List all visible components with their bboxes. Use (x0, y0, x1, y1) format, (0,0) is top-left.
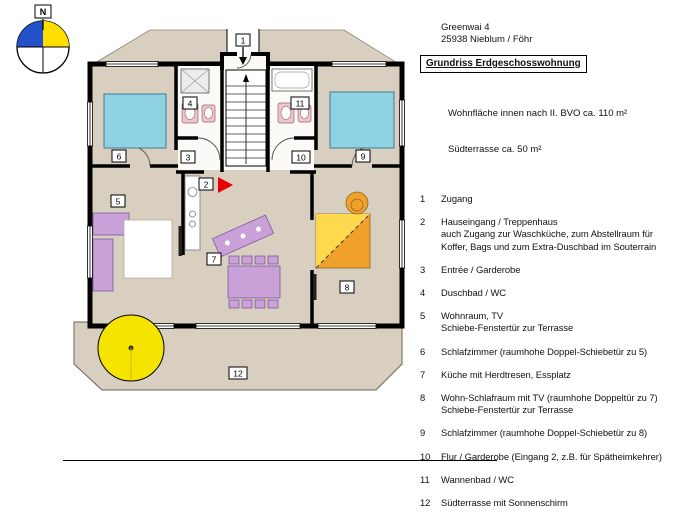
legend-item-4: 4 Duschbad / WC (420, 287, 682, 299)
room-label-3: 3 (180, 150, 196, 164)
bed-room8 (315, 213, 371, 269)
legend-item-1: 1 Zugang (420, 193, 682, 205)
legend-text: Hauseingang / Treppenhaus auch Zugang zu… (441, 216, 657, 252)
compass: N (16, 4, 70, 74)
room-legend: 1 Zugang 2 Hauseingang / Treppenhaus auc… (420, 193, 682, 509)
legend-item-10: 10 Flur / Garderobe (Eingang 2, z.B. für… (420, 451, 682, 463)
floorplan: N 1 2 3 4 5 6 7 8 9 10 (16, 4, 405, 391)
bed-room6 (103, 93, 167, 149)
legend-number: 10 (420, 450, 431, 462)
svg-text:8: 8 (345, 283, 350, 293)
svg-text:3: 3 (186, 153, 191, 163)
room-label-1: 1 (235, 33, 251, 47)
svg-text:7: 7 (212, 255, 217, 265)
windows (87, 61, 405, 329)
legend-item-11: 11 Wannenbad / WC (420, 474, 682, 486)
legend-item-12: 12 Südterrasse mit Sonnenschirm (420, 497, 682, 509)
legend-text: Wannenbad / WC (441, 473, 514, 485)
room-label-11: 11 (290, 96, 310, 110)
address-line-1: Greenwai 4 (441, 22, 490, 33)
legend-item-5: 5 Wohnraum, TV Schiebe-Fenstertür zur Te… (420, 310, 682, 334)
area-line-1: Wohnfläche innen nach II. BVO ca. 110 m² (448, 108, 628, 119)
address-line-2: 25938 Nieblum / Föhr (441, 34, 533, 45)
entrance-arrow (239, 47, 247, 65)
legend-text: Südterrasse mit Sonnenschirm (441, 497, 568, 509)
legend-number: 11 (420, 473, 430, 485)
legend-text: Entrée / Garderobe (441, 263, 521, 275)
legend-item-6: 6 Schlafzimmer (raumhohe Doppel-Schiebet… (420, 346, 682, 358)
sofa (92, 212, 130, 292)
svg-text:2: 2 (204, 180, 209, 190)
legend-text: Wohn-Schlafraum mit TV (raumhohe Doppelt… (441, 392, 658, 416)
room-label-5: 5 (110, 194, 126, 208)
room-label-6: 6 (111, 149, 127, 163)
dining-set (227, 255, 281, 309)
room-label-12: 12 (228, 366, 248, 380)
info-panel: Greenwai 4 25938 Nieblum / Föhr Grundris… (420, 22, 682, 520)
entrance-marker (218, 177, 233, 193)
legend-text: Schlafzimmer (raumhohe Doppel-Schiebetür… (441, 345, 648, 357)
legend-number: 3 (420, 263, 426, 275)
svg-text:6: 6 (117, 152, 122, 162)
legend-number: 5 (420, 310, 426, 322)
page-title: Grundriss Erdgeschosswohnung (420, 55, 587, 73)
svg-text:12: 12 (233, 369, 243, 379)
legend-text: Wohnraum, TV Schiebe-Fenstertür zur Terr… (441, 310, 574, 334)
tv-room5 (178, 226, 182, 256)
legend-number: 4 (420, 287, 426, 299)
rug (123, 219, 173, 279)
legend-text: Schlafzimmer (raumhohe Doppel-Schiebetür… (441, 427, 648, 439)
legend-text: Zugang (441, 193, 473, 204)
kitchen-island (211, 214, 275, 258)
legend-number: 12 (420, 497, 431, 509)
room-label-9: 9 (355, 149, 371, 163)
svg-text:10: 10 (296, 153, 306, 163)
room-label-4: 4 (182, 96, 198, 110)
legend-item-3: 3 Entrée / Garderobe (420, 264, 682, 276)
legend-number: 8 (420, 392, 426, 404)
floorplan-svg: N 1 2 3 4 5 6 7 8 9 10 (16, 4, 405, 391)
bed-room9 (329, 91, 395, 149)
legend-text: Küche mit Herdtresen, Essplatz (441, 368, 571, 380)
legend-number: 9 (420, 427, 426, 439)
legend-text: Flur / Garderobe (Eingang 2, z.B. für Sp… (441, 450, 662, 462)
interior-walls (90, 66, 402, 326)
staircase (225, 69, 267, 167)
legend-text: Duschbad / WC (441, 287, 506, 299)
legend-item-7: 7 Küche mit Herdtresen, Essplatz (420, 369, 682, 381)
svg-text:9: 9 (361, 152, 366, 162)
legend-number: 2 (420, 216, 426, 228)
legend-number: 7 (420, 368, 426, 380)
room-label-7: 7 (206, 252, 222, 266)
compass-n-label: N (40, 7, 47, 17)
room-label-10: 10 (291, 150, 311, 164)
room-label-8: 8 (339, 280, 355, 294)
svg-text:1: 1 (241, 36, 246, 46)
legend-item-9: 9 Schlafzimmer (raumhohe Doppel-Schiebet… (420, 427, 682, 439)
svg-text:11: 11 (296, 99, 305, 109)
legend-number: 6 (420, 345, 426, 357)
svg-text:4: 4 (188, 99, 193, 109)
legend-number: 1 (420, 193, 426, 204)
kitchen-counter (184, 175, 201, 251)
legend-item-8: 8 Wohn-Schlafraum mit TV (raumhohe Doppe… (420, 392, 682, 416)
bottom-rule (63, 460, 497, 461)
svg-text:5: 5 (116, 197, 121, 207)
room-label-2: 2 (198, 177, 214, 191)
umbrella (97, 314, 165, 382)
legend-item-2: 2 Hauseingang / Treppenhaus auch Zugang … (420, 216, 682, 253)
area-line-2: Südterrasse ca. 50 m² (448, 144, 542, 155)
area-info: Wohnfläche innen nach II. BVO ca. 110 m²… (448, 84, 682, 180)
chair-room8 (345, 191, 369, 215)
tv-room8 (313, 274, 317, 300)
floorplan-page: N 1 2 3 4 5 6 7 8 9 10 (16, 4, 662, 509)
